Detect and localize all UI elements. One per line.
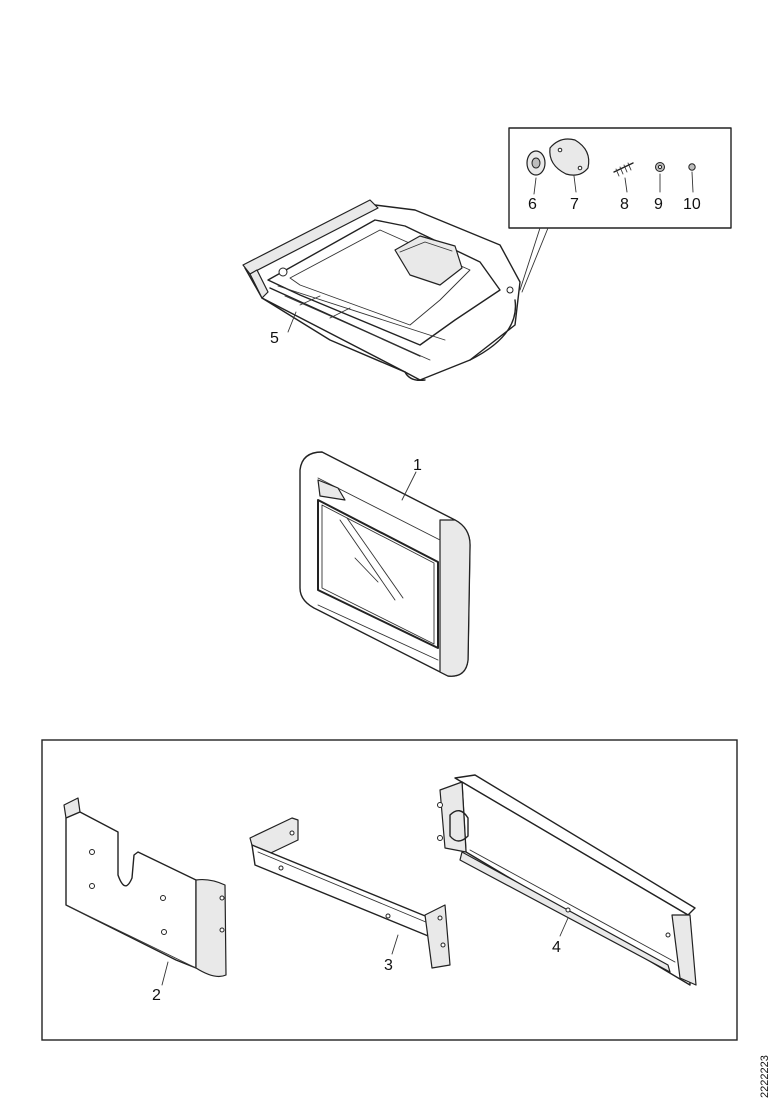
part-6-knob: 6: [526, 150, 546, 213]
part-4-long-cover: 4: [437, 774, 697, 986]
callout-8: 8: [620, 196, 629, 213]
part-5-mount-bracket: 5: [242, 199, 521, 382]
hardware-detail-box: 6 7 8 9 10: [508, 127, 732, 293]
callout-6: 6: [528, 196, 537, 213]
part-10-washer: 10: [683, 163, 701, 213]
part-2-slotted-bracket: 2: [63, 797, 227, 1004]
callout-10: 10: [683, 196, 701, 213]
callout-5: 5: [270, 330, 279, 347]
callout-2: 2: [152, 987, 161, 1004]
detail-box-frame: [508, 127, 732, 229]
callout-3: 3: [384, 957, 393, 974]
part-3-channel-bracket: 3: [249, 817, 451, 974]
callout-7: 7: [570, 196, 579, 213]
part-7-plate: 7: [549, 138, 590, 213]
callout-4: 4: [552, 939, 561, 956]
part-8-screw: 8: [613, 162, 634, 213]
part-9-nut: 9: [654, 162, 665, 213]
brackets-frame: [41, 739, 738, 1041]
callout-9: 9: [654, 196, 663, 213]
part-1-monitor: 1: [299, 451, 471, 677]
reference-number: 2222223: [759, 1055, 771, 1098]
callout-1: 1: [413, 457, 422, 474]
